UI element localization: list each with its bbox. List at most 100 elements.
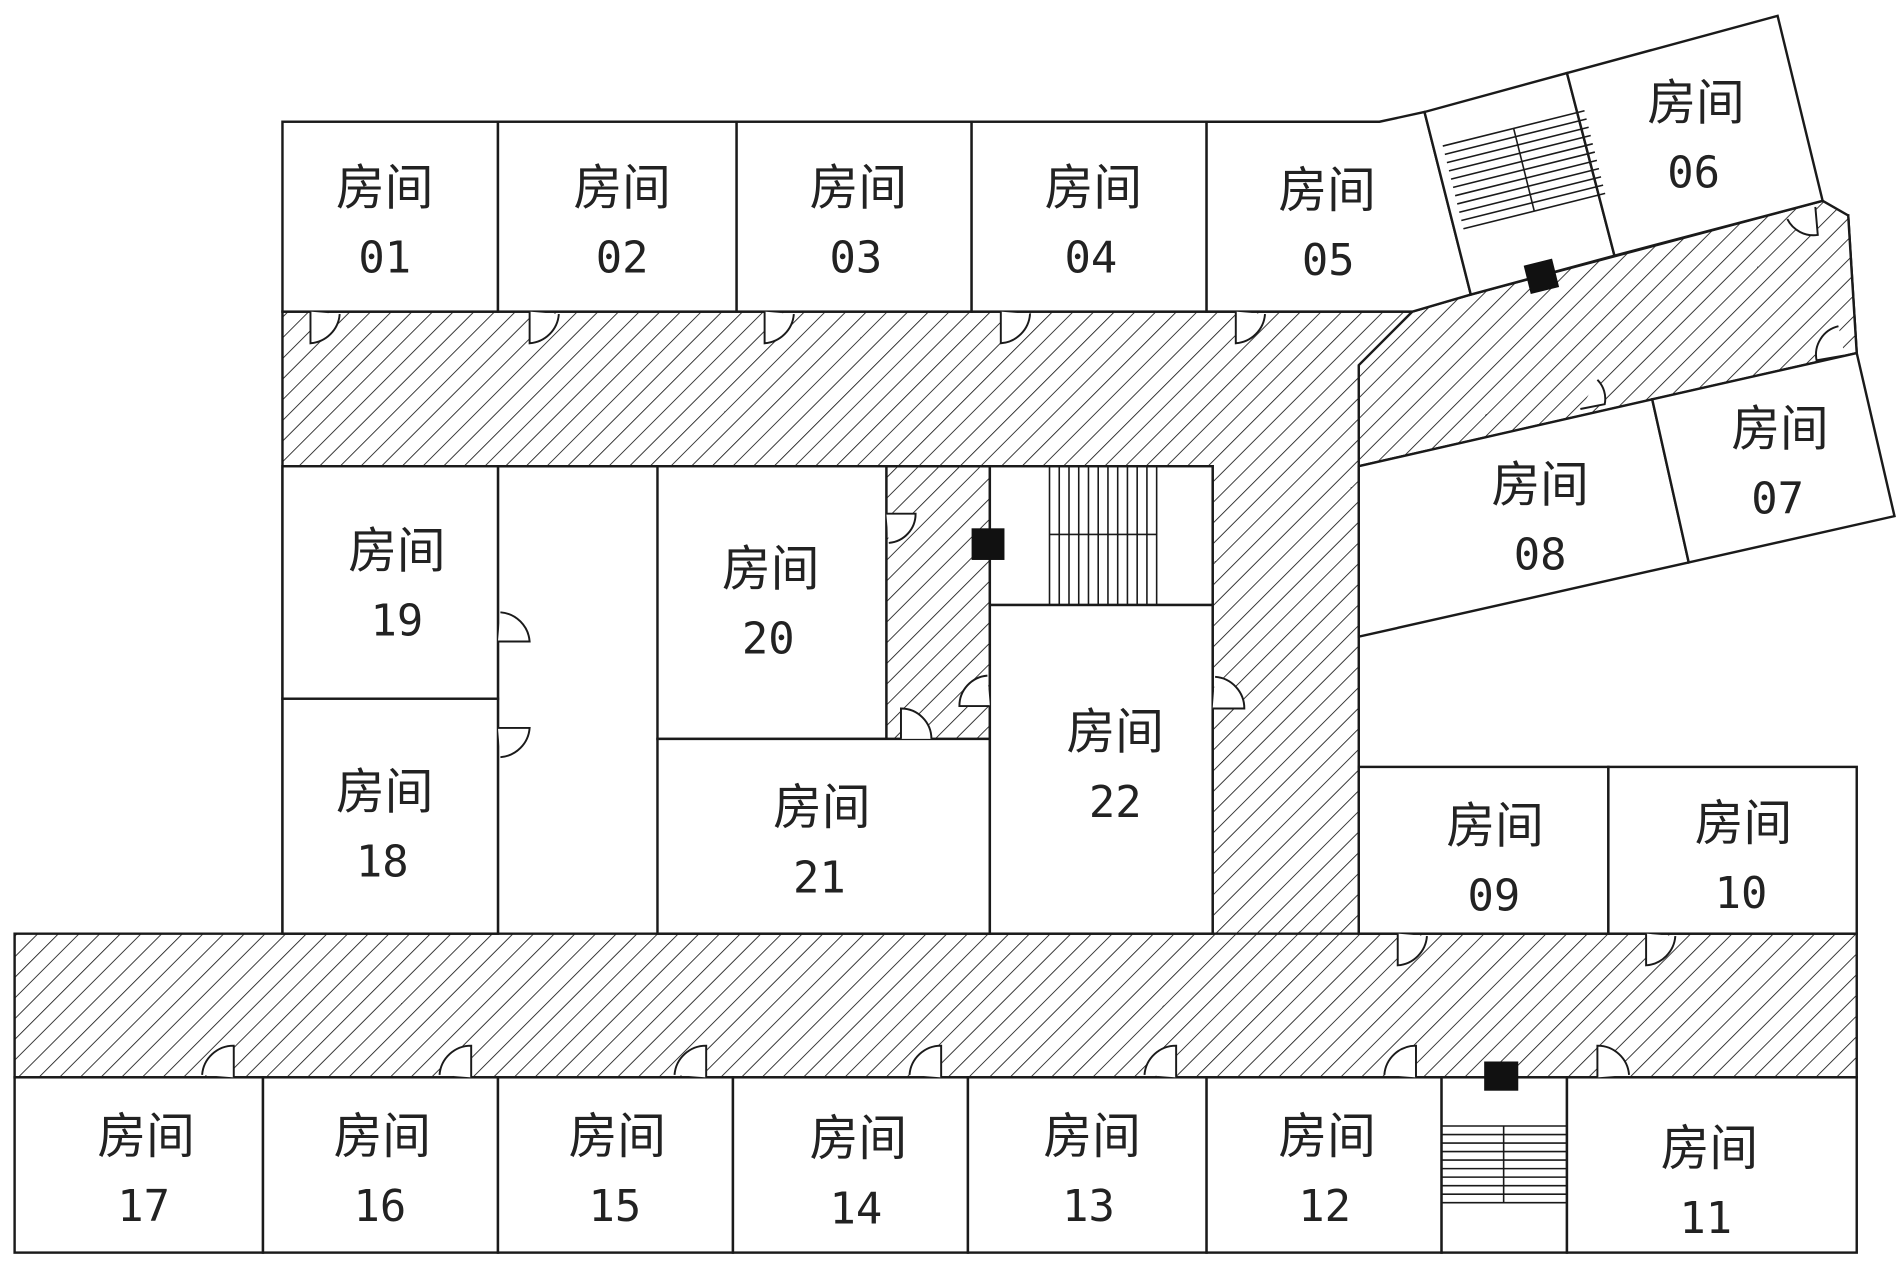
room-label: 房间 [1045,161,1142,217]
door-icon[interactable] [999,311,1032,345]
room-label: 房间 [1278,1109,1375,1165]
room-label: 房间 [573,161,670,217]
room-17[interactable] [13,1076,265,1254]
room-number: 21 [793,852,846,903]
room-label: 房间 [1446,798,1543,854]
room-number: 09 [1468,871,1521,922]
room-11[interactable] [1565,1076,1858,1254]
door-icon[interactable] [1596,1044,1631,1078]
room-label: 房间 [773,780,870,836]
room-label: 房间 [336,764,433,820]
door-icon[interactable] [528,311,560,345]
room-number: 11 [1679,1193,1732,1244]
room-number: 03 [830,233,883,284]
room-10[interactable] [1607,765,1858,935]
room-number: 06 [1667,147,1720,198]
room-label: 房间 [722,542,819,598]
door-icon[interactable] [958,674,990,708]
door-icon[interactable] [763,311,795,345]
room-label: 房间 [1661,1121,1758,1177]
room-number: 08 [1514,530,1567,581]
room-label: 房间 [1647,75,1744,131]
room-label: 房间 [1067,705,1164,761]
room-label: 房间 [336,161,433,217]
stairs-core-icon [1048,466,1158,606]
room-number: 17 [117,1181,170,1232]
markers [971,258,1560,1091]
room-number: 13 [1062,1181,1115,1232]
door-icon[interactable] [1212,675,1246,710]
door-icon[interactable] [1645,933,1677,967]
door-icon[interactable] [1580,379,1607,410]
room-number: 18 [356,836,409,887]
door-icon[interactable] [1815,325,1845,362]
room-number: 10 [1715,868,1768,919]
room-label: 房间 [1731,402,1828,458]
room-number: 15 [588,1181,641,1232]
core-rooms [656,465,1214,935]
door-icon[interactable] [886,512,917,544]
door-icon[interactable] [438,1044,473,1078]
room-14[interactable] [731,1076,970,1254]
door-icon[interactable] [1143,1044,1178,1078]
room-label: 房间 [1043,1109,1140,1165]
room-label: 房间 [1695,796,1792,852]
room-number: 01 [358,233,411,284]
corridors [13,199,1859,1079]
door-icon[interactable] [1234,311,1266,345]
column-marker-icon [1484,1061,1519,1091]
door-icon[interactable] [1396,933,1428,967]
top-rooms [281,110,1473,313]
door-icon[interactable] [899,707,933,739]
room-20[interactable] [656,465,888,741]
room-19[interactable] [281,465,500,700]
column-marker-icon [971,528,1005,560]
door-icon[interactable] [908,1044,943,1078]
room-label: 房间 [569,1109,666,1165]
door-icon[interactable] [1383,1044,1417,1078]
door-icon[interactable] [497,611,531,643]
room-13[interactable] [966,1076,1208,1254]
angled-wing [1357,14,1896,639]
room-label: 房间 [810,1111,907,1167]
bottom-rooms [13,1076,1858,1254]
room-number: 22 [1089,777,1142,828]
room-label: 房间 [97,1109,194,1165]
stairs-south-icon [1441,1125,1567,1204]
room-number: 12 [1298,1181,1351,1232]
room-16[interactable] [261,1076,500,1254]
room-07[interactable] [1650,351,1896,564]
room-18[interactable] [281,697,500,935]
room-label: 房间 [810,161,907,217]
door-icon[interactable] [673,1044,708,1078]
stairwell-core[interactable] [988,465,1214,607]
door-icon[interactable] [1786,206,1819,237]
doors [201,206,1845,1078]
room-number: 05 [1302,235,1355,286]
room-label: 房间 [1491,458,1588,514]
room-label: 房间 [348,523,445,579]
room-04[interactable] [970,120,1208,313]
stairs-north-icon [1442,109,1606,230]
room-number: 20 [742,614,795,665]
door-icon[interactable] [201,1044,235,1078]
room-label: 房间 [334,1109,431,1165]
room-09[interactable] [1357,765,1610,935]
room-number: 19 [371,595,424,646]
room-15[interactable] [496,1076,735,1254]
room-number: 07 [1751,474,1804,525]
right-rooms [1357,765,1858,935]
room-12[interactable] [1205,1076,1443,1254]
room-labels: 房间 01 房间 02 房间 03 房间 04 房间 05 房间 06 房间 0… [97,75,1828,1244]
left-rooms [281,465,500,935]
door-icon[interactable] [309,311,341,345]
room-number: 02 [596,233,649,284]
room-03[interactable] [735,120,973,313]
room-02[interactable] [496,120,738,313]
room-21[interactable] [656,737,992,935]
room-22[interactable] [988,603,1214,935]
room-number: 04 [1065,233,1118,284]
room-label: 房间 [1278,163,1375,219]
door-icon[interactable] [497,726,531,759]
